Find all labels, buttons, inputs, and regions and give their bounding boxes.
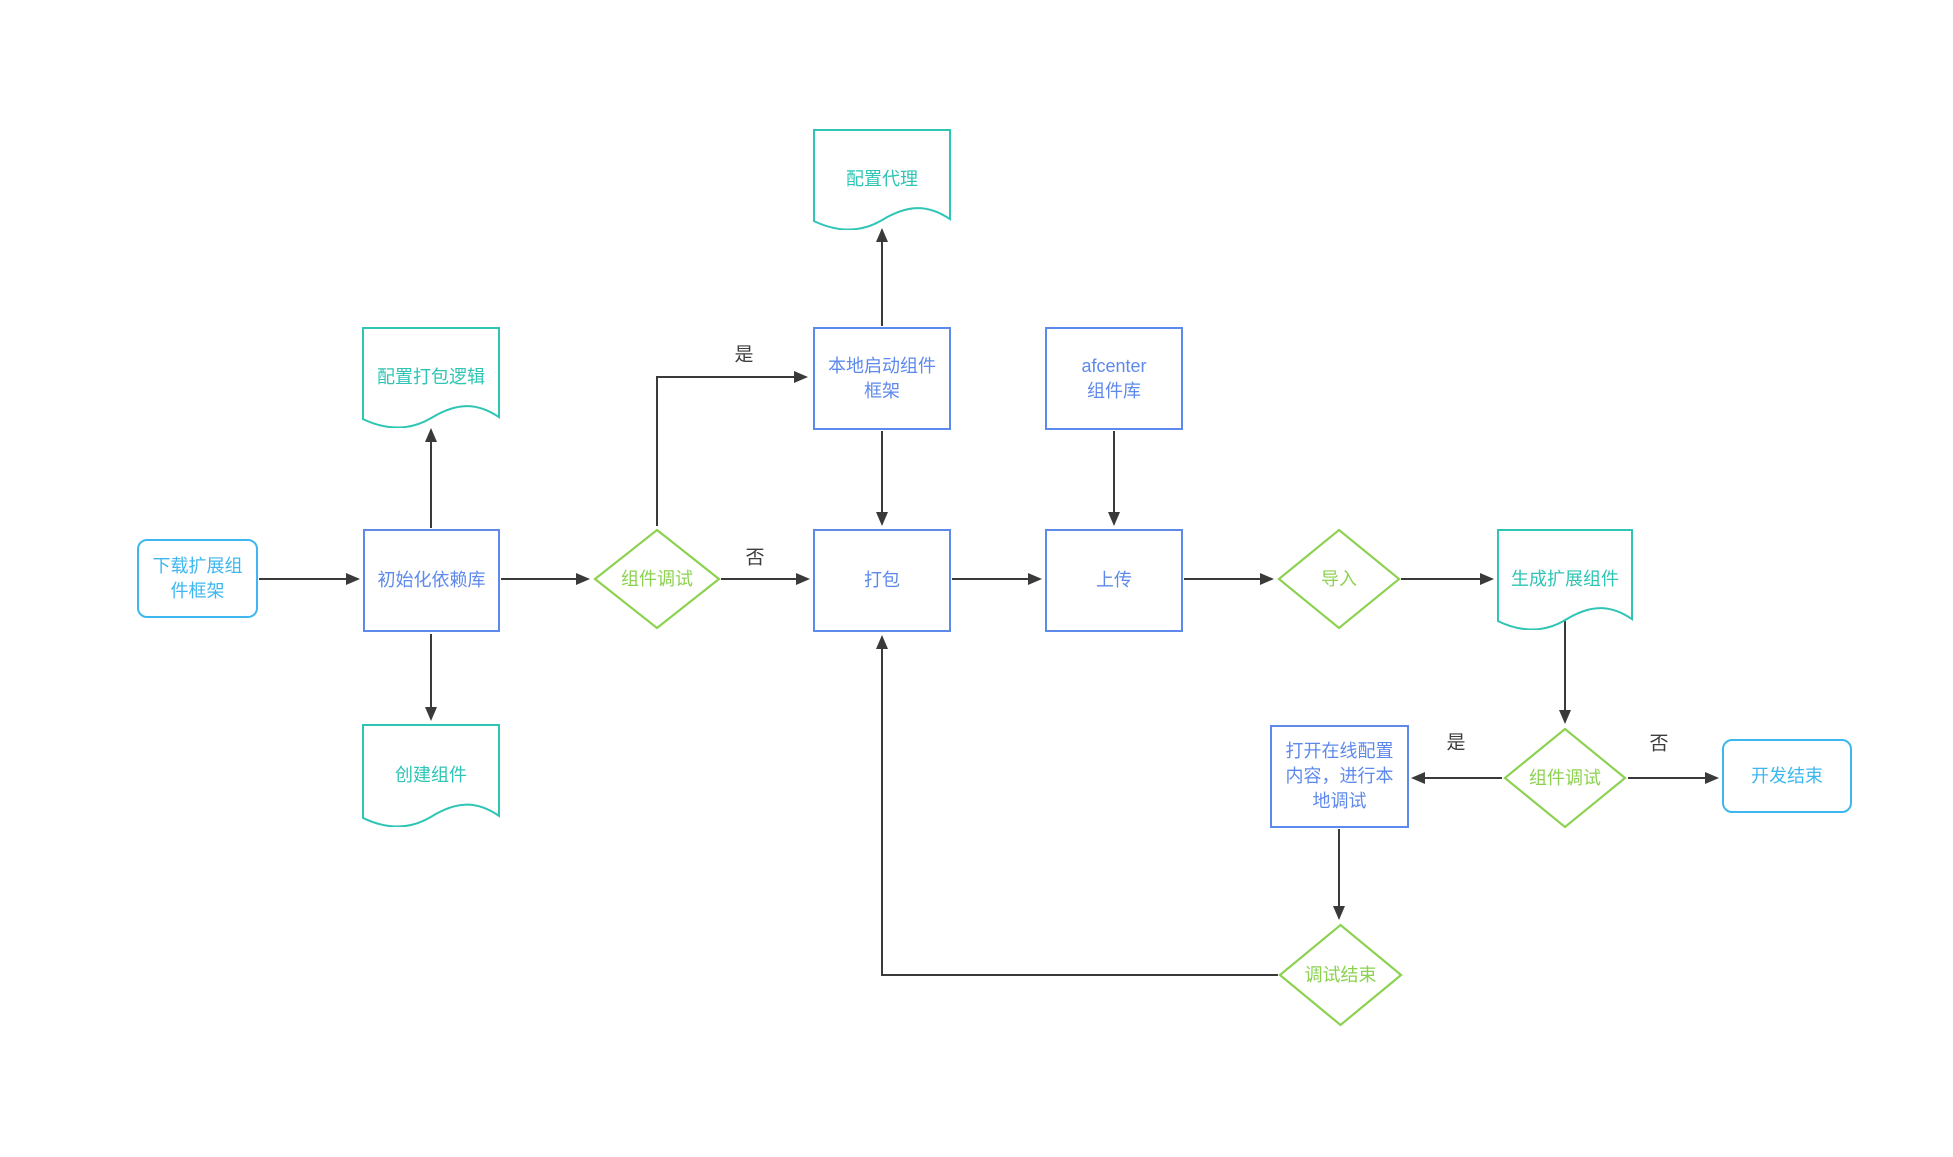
node-create-component: 创建组件 [362,724,500,827]
node-label: 打开在线配置 内容，进行本 地调试 [1285,741,1394,811]
node-label: 生成扩展组件 [1511,569,1619,589]
edge-label-debug1-no: 否 [745,547,765,569]
node-download-framework: 下载扩展组 件框架 [137,539,258,618]
node-label: 上传 [1096,570,1132,590]
node-config-proxy: 配置代理 [813,129,951,230]
document-shape [813,129,951,230]
diamond-shape [593,528,721,630]
document-shape [362,327,500,428]
edge-label-debug2-yes: 是 [1446,732,1466,754]
node-generate-ext-component: 生成扩展组件 [1497,529,1633,630]
diamond-shape [1277,528,1401,630]
document-shape [362,724,500,827]
node-label: 本地启动组件 框架 [828,355,936,401]
node-label: 组件调试 [621,568,693,589]
node-dev-end: 开发结束 [1722,739,1852,813]
node-label: 配置代理 [846,169,918,189]
node-init-deps: 初始化依赖库 [363,529,500,632]
node-import: 导入 [1277,528,1401,630]
edge-debug1-yes-to-local-start [656,371,808,526]
diamond-shape [1503,727,1627,829]
edge-label-debug1-yes: 是 [734,344,754,366]
node-label: 初始化依赖库 [377,570,486,590]
node-label: 组件调试 [1529,767,1601,788]
node-label: 开发结束 [1751,765,1823,786]
diamond-shape [1278,923,1403,1027]
node-label: 下载扩展组 件框架 [152,555,243,601]
node-label: 调试结束 [1304,964,1377,985]
edge-debug-end-back-to-package [876,635,1278,976]
node-upload: 上传 [1045,529,1183,632]
node-open-online-config: 打开在线配置 内容，进行本 地调试 [1270,725,1409,828]
node-component-debug-1: 组件调试 [593,528,721,630]
node-afcenter-lib: afcenter 组件库 [1045,327,1183,430]
node-label: 配置打包逻辑 [377,367,485,387]
node-package: 打包 [813,529,951,632]
document-shape [1497,529,1633,630]
node-local-start-framework: 本地启动组件 框架 [813,327,951,430]
node-label: 导入 [1321,568,1357,589]
edge-label-debug2-no: 否 [1649,733,1669,755]
node-config-pack-logic: 配置打包逻辑 [362,327,500,428]
node-label: 打包 [864,570,900,590]
node-label: 创建组件 [395,765,467,785]
node-debug-end: 调试结束 [1278,923,1403,1027]
node-component-debug-2: 组件调试 [1503,727,1627,829]
node-label: afcenter 组件库 [1081,355,1147,401]
